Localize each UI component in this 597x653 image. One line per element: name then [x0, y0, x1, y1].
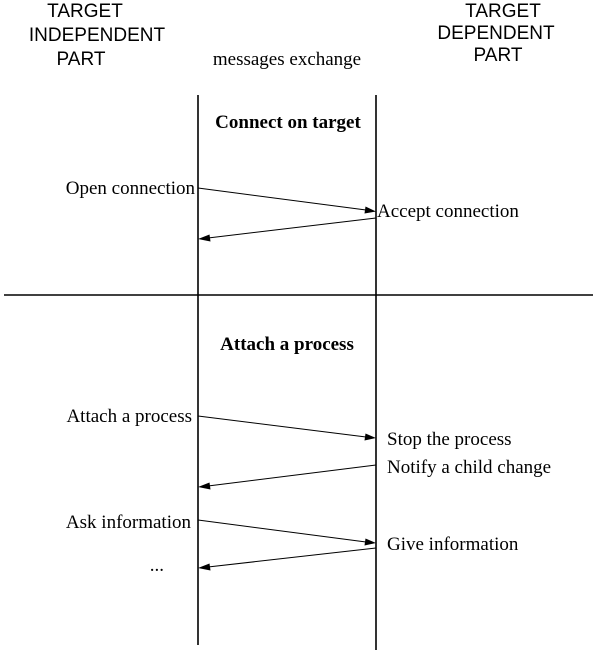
- arrow-open-connection-line: [197, 187, 367, 211]
- label-stop-process: Stop the process: [387, 429, 512, 450]
- right-header-line-3: PART: [474, 45, 523, 66]
- center-header: messages exchange: [213, 49, 361, 70]
- label-attach-process: Attach a process: [66, 406, 192, 427]
- arrow-attach-process-line: [197, 415, 367, 438]
- right-header-line-2: DEPENDENT: [437, 23, 555, 44]
- left-header-line-1: TARGET: [47, 1, 123, 22]
- arrow-open-connection-head: [364, 206, 376, 214]
- label-give-information: Give information: [387, 534, 519, 555]
- arrow-give-information-head: [198, 563, 211, 571]
- label-ask-information: Ask information: [66, 512, 192, 533]
- arrow-notify-line: [207, 464, 377, 487]
- section-title-connect: Connect on target: [215, 112, 361, 133]
- arrow-give-information-line: [207, 547, 377, 568]
- label-open-connection: Open connection: [66, 178, 196, 199]
- arrow-notify-head: [198, 482, 211, 490]
- arrow-attach-process-head: [364, 433, 376, 441]
- label-accept-connection: Accept connection: [377, 201, 519, 222]
- arrow-reply-connection-line: [207, 217, 377, 239]
- arrow-ask-information-head: [364, 538, 376, 546]
- left-header-line-2: INDEPENDENT: [29, 25, 166, 46]
- label-notify-child-change: Notify a child change: [387, 457, 551, 478]
- arrow-reply-connection-head: [198, 234, 211, 242]
- arrow-ask-information-line: [197, 519, 367, 543]
- left-header-line-3: PART: [57, 49, 106, 70]
- section-title-attach: Attach a process: [220, 334, 354, 355]
- label-ellipsis: ...: [150, 555, 164, 576]
- right-header-line-1: TARGET: [465, 1, 541, 22]
